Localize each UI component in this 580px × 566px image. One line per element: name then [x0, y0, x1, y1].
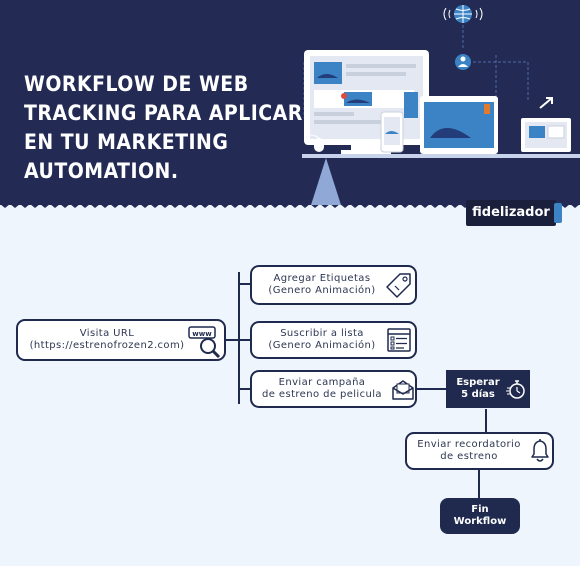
www-magnifier-icon: www — [188, 326, 221, 358]
action-add-tags-line1: Agregar Etiquetas — [273, 273, 371, 284]
cursor-arrow-icon — [539, 97, 553, 109]
action-subscribe-list[interactable]: Suscribir a lista (Genero Animación) — [250, 321, 417, 359]
phone-icon — [380, 111, 404, 153]
envelope-icon — [392, 380, 414, 400]
wait-line2: 5 días — [461, 389, 495, 400]
action-send-reminder[interactable]: Enviar recordatorio de estreno — [405, 432, 554, 470]
action-add-tags[interactable]: Agregar Etiquetas (Genero Animación) — [250, 265, 417, 305]
action-send-campaign-line2: de estreno de pelicula — [262, 389, 382, 400]
wait-step[interactable]: Esperar 5 días — [446, 370, 530, 408]
list-icon — [387, 328, 411, 352]
svg-text:www: www — [192, 330, 212, 338]
end-line2: Workflow — [453, 516, 507, 527]
stopwatch-icon — [506, 380, 525, 399]
devices-illustration — [302, 5, 580, 205]
user-icon — [455, 54, 471, 70]
page-title: WORKFLOW DE WEB TRACKING PARA APLICAR EN… — [24, 72, 303, 183]
zigzag-divider — [0, 198, 580, 208]
end-line1: Fin — [471, 504, 489, 515]
laptop-icon — [521, 118, 571, 152]
trigger-visit-url[interactable]: Visita URL (https://estrenofrozen2.com) … — [16, 319, 226, 361]
action-subscribe-list-line2: (Genero Animación) — [268, 340, 376, 351]
end-workflow[interactable]: Fin Workflow — [440, 498, 520, 534]
trigger-line2: (https://estrenofrozen2.com) — [29, 340, 185, 351]
action-send-campaign[interactable]: Enviar campaña de estreno de pelicula — [250, 370, 417, 408]
action-send-campaign-line1: Enviar campaña — [278, 377, 366, 388]
reminder-line2: de estreno — [440, 451, 498, 462]
trigger-line1: Visita URL — [79, 328, 135, 339]
tablet-icon — [420, 96, 498, 154]
wait-line1: Esperar — [456, 377, 500, 388]
action-subscribe-list-line1: Suscribir a lista — [280, 328, 364, 339]
action-add-tags-line2: (Genero Animación) — [268, 285, 376, 296]
tag-icon — [386, 273, 411, 298]
mouse-icon — [305, 134, 324, 152]
fidelizador-logo: fidelizador — [466, 200, 562, 226]
bell-icon — [531, 439, 549, 462]
globe-icon — [443, 5, 483, 23]
reminder-line1: Enviar recordatorio — [417, 439, 521, 450]
